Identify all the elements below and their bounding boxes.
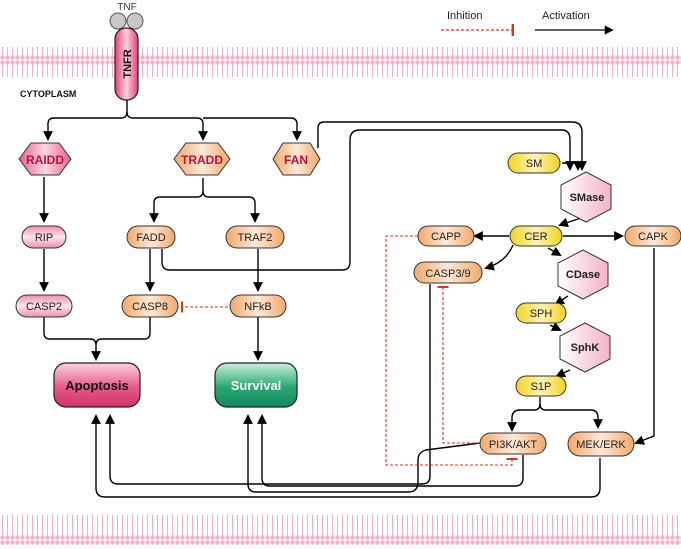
cer-node	[509, 225, 563, 247]
activation-edges	[39, 100, 655, 498]
bottom-membrane	[0, 515, 681, 545]
pi3kakt-node	[479, 432, 547, 455]
edge-sphk-s1p	[555, 368, 571, 378]
fan-label: FAN	[284, 153, 308, 167]
edge-tnfr-raidd	[43, 100, 128, 141]
mekerk-node	[567, 431, 635, 457]
edge-capk-mek	[634, 248, 655, 445]
sphk-label: SphK	[571, 342, 600, 354]
capk-node	[624, 225, 681, 247]
tnf-label: TNF	[117, 2, 136, 13]
casp8-node	[121, 294, 179, 318]
top-membrane	[0, 47, 681, 77]
edge-mek-apoptosis	[91, 414, 601, 498]
inhibition-edges	[181, 235, 518, 466]
survival-label: Survival	[231, 378, 282, 393]
edge-tradd-traf2	[202, 190, 260, 223]
raidd-node	[18, 142, 72, 176]
capp-label: CAPP	[431, 231, 461, 243]
sm-node	[507, 152, 561, 174]
fadd-node	[126, 225, 176, 249]
legend-inhibition-label: Inhition	[447, 10, 482, 22]
edge-tradd-fadd	[149, 178, 204, 223]
smase-label: SMase	[570, 192, 605, 204]
edge-sph-sphk	[549, 322, 562, 331]
edge-cer-casp39	[484, 244, 514, 271]
apoptosis-label: Apoptosis	[65, 378, 129, 393]
tnf-ligand-left	[109, 12, 127, 30]
sph-label: SPH	[530, 308, 553, 320]
sm-label: SM	[526, 158, 543, 170]
edge-cer-cdase	[547, 246, 562, 256]
sph-node	[515, 302, 567, 324]
mekerk-label: MEK/ERK	[576, 439, 626, 451]
survival-node	[214, 362, 298, 408]
fadd-label: FADD	[136, 232, 165, 244]
edge-casp8-apoptosis	[95, 317, 151, 346]
casp2-label: CASP2	[26, 301, 62, 313]
casp8-label: CASP8	[132, 301, 168, 313]
edge-s1p-mek	[539, 403, 603, 429]
edge-smase-cer	[558, 217, 582, 228]
rip-label: RIP	[35, 232, 53, 244]
tnfr-label: TNFR	[122, 49, 134, 78]
cer-label: CER	[524, 231, 547, 243]
tradd-label: TRADD	[181, 153, 223, 167]
edge-tnfr-tradd	[126, 111, 208, 141]
edge-casp2-apoptosis	[43, 317, 101, 361]
edge-fadd-smase	[161, 129, 575, 271]
inh-capp-pi3k	[385, 235, 518, 466]
rip-node	[21, 225, 67, 249]
tnf-ligand-right	[126, 12, 144, 30]
legend: Inhition Activation	[441, 10, 614, 36]
sphk-node	[559, 322, 611, 373]
capp-node	[417, 225, 475, 247]
edge-pi3k-survival-b	[257, 414, 524, 487]
edge-cdase-sph	[554, 295, 569, 306]
nfkb-node	[229, 294, 287, 318]
smase-node	[560, 171, 612, 223]
inh-pi3k-casp39	[437, 285, 480, 444]
legend-activation-label: Activation	[542, 10, 590, 22]
capk-label: CAPK	[638, 231, 669, 243]
edge-sm-smase	[562, 161, 583, 171]
traf2-label: TRAF2	[238, 232, 273, 244]
edge-pi3k-survival-a	[243, 414, 481, 493]
cdase-node	[557, 249, 609, 300]
traf2-node	[225, 225, 285, 249]
s1p-node	[515, 375, 567, 397]
edge-s1p-pi3k	[507, 397, 541, 432]
pi3kakt-label: PI3K/AKT	[489, 439, 538, 451]
s1p-label: S1P	[531, 381, 552, 393]
fan-node	[272, 142, 321, 176]
raidd-label: RAIDD	[26, 153, 64, 167]
nfkb-label: NFkB	[244, 301, 272, 313]
apoptosis-node	[53, 362, 141, 408]
casp2-node	[15, 294, 73, 318]
edge-fan-smase	[317, 121, 587, 171]
cytoplasm-label: CYTOPLASM	[20, 89, 76, 99]
tradd-node	[173, 142, 231, 176]
edge-tnfr-fan	[203, 117, 302, 141]
edge-casp39-apoptosis	[105, 284, 431, 485]
casp39-label: CASP3/9	[425, 268, 470, 280]
cdase-label: CDase	[566, 269, 600, 281]
casp39-node	[413, 261, 483, 284]
